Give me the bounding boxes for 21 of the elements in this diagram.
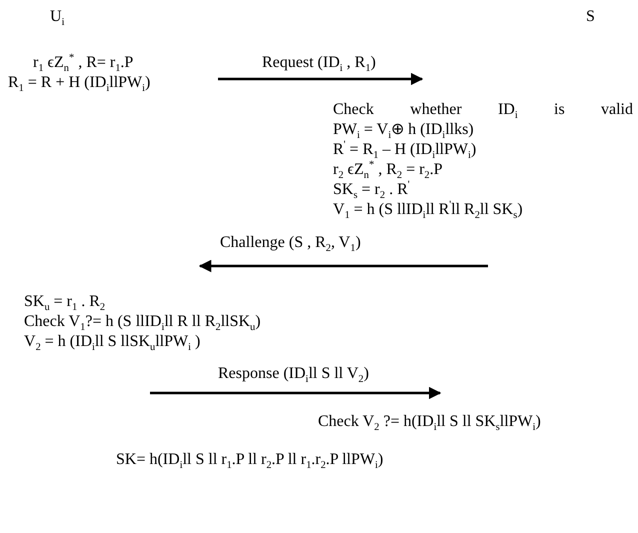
participant-label: U$_{i}$ — [50, 7, 64, 27]
formula-text: Check whether ID$_{i}$ is valid — [333, 100, 633, 120]
formula-text: R$_{1}$ = R + H (ID$_{i}$llPW$_{i}$) — [8, 73, 150, 93]
formula-text: r$_{2}$ ϵZ$_{n}$$^{*}$ , R$_{2}$ = r$_{2}$.P — [333, 160, 443, 180]
message-arrow — [150, 386, 442, 400]
formula-text: SK= h(ID$_{i}$ll S ll r$_{1}$.P ll r$_{2}$.P ll r$_{1}$.r$_{2}$.P llPW$_{i}$) — [116, 450, 384, 470]
participant-label: S — [586, 7, 595, 27]
formula-text: V$_{2}$ = h (ID$_{i}$ll S llSK$_{u}$llPW$_{i}$ ) — [24, 332, 200, 352]
formula-text: r$_{1}$ ϵZ$_{n}$$^{*}$ , R= r$_{1}$.P — [33, 53, 134, 73]
formula-text: PW$_{i}$ = V$_{i}$⊕ h (ID$_{i}$llks) — [333, 120, 474, 140]
message-arrow — [198, 260, 488, 272]
edge-label: Challenge (S , R$_{2}$, V$_{1}$) — [220, 233, 361, 253]
message-arrow — [218, 72, 424, 86]
formula-text: SK$_{u}$ = r$_{1}$ . R$_{2}$ — [24, 292, 106, 312]
formula-text: V$_{1}$ = h (S llID$_{i}$ll R$^{'}$ll R$_{2}$ll SK$_{s}$) — [333, 200, 523, 220]
formula-text: Check V$_{2}$ ?= h(ID$_{i}$ll S ll SK$_{s}$llPW$_{i}$) — [318, 412, 541, 432]
formula-text: SK$_{s}$ = r$_{2}$ . R$^{'}$ — [333, 180, 410, 200]
edge-label: Response (ID$_{i}$ll S ll V$_{2}$) — [218, 364, 369, 384]
formula-text: Check V$_{1}$?= h (S llID$_{i}$ll R ll R$_{2}$llSK$_{u}$) — [24, 312, 261, 332]
formula-text: R$^{'}$ = R$_{1}$ – H (ID$_{i}$llPW$_{i}$) — [333, 140, 476, 160]
edge-label: Request (ID$_{i}$ , R$_{1}$) — [262, 53, 376, 73]
